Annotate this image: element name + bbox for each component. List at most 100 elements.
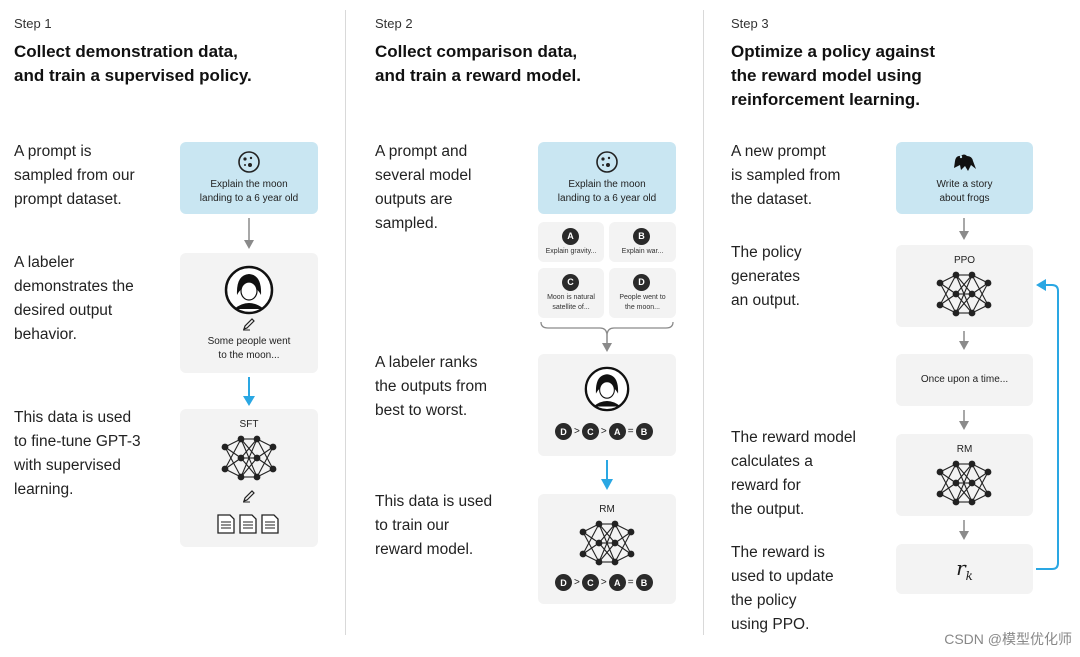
desc-line: sampled from our bbox=[14, 167, 135, 184]
desc-line: The reward model bbox=[731, 429, 856, 446]
desc-line: behavior. bbox=[14, 326, 77, 343]
step3-title: Optimize a policy against the reward mod… bbox=[731, 40, 935, 112]
rank-operator: > bbox=[574, 577, 580, 588]
step1-desc-prompt: A prompt is sampled from our prompt data… bbox=[14, 140, 135, 212]
step2-prompt-text: Explain the moon landing to a 6 year old bbox=[538, 178, 676, 206]
output-text-b: Explain war... bbox=[621, 248, 664, 255]
moon-icon bbox=[238, 151, 260, 173]
desc-line: prompt dataset. bbox=[14, 191, 122, 208]
ppo-label: PPO bbox=[953, 255, 976, 266]
step3-title-line: the reward model using bbox=[731, 66, 922, 85]
bracket bbox=[540, 321, 674, 335]
step3-label: Step 3 bbox=[731, 16, 769, 31]
step2-title-line: and train a reward model. bbox=[375, 66, 581, 85]
step1-title: Collect demonstration data, and train a … bbox=[14, 40, 252, 88]
rank-badge: C bbox=[581, 574, 599, 591]
rank-operator: = bbox=[627, 577, 634, 588]
desc-line: the output. bbox=[731, 501, 805, 518]
step1-desc-labeler: A labeler demonstrates the desired outpu… bbox=[14, 251, 134, 347]
frog-icon bbox=[954, 154, 976, 171]
step3-desc-prompt: A new prompt is sampled from the dataset… bbox=[731, 140, 840, 212]
rank-operator: > bbox=[600, 577, 607, 588]
output-line: People went to bbox=[619, 294, 666, 301]
rm-label: RM bbox=[599, 504, 615, 515]
output-line: satellite of... bbox=[552, 304, 590, 311]
moon-icon bbox=[596, 151, 618, 173]
step1-desc-finetune: This data is used to fine-tune GPT-3 wit… bbox=[14, 406, 141, 502]
step1-title-line: and train a supervised policy. bbox=[14, 66, 252, 85]
desc-line: generates bbox=[731, 268, 800, 285]
rank-operator: > bbox=[600, 426, 607, 437]
output-card-b: B Explain war... bbox=[609, 222, 676, 262]
step3-title-line: Optimize a policy against bbox=[731, 42, 936, 61]
step3-desc-reward-model: The reward model calculates a reward for… bbox=[731, 426, 856, 522]
watermark: CSDN @模型优化师 bbox=[944, 631, 1072, 647]
reward-r: r bbox=[956, 556, 966, 580]
arrow-gray bbox=[959, 218, 969, 240]
arrow-blue bbox=[601, 460, 613, 490]
desc-line: calculates a bbox=[731, 453, 813, 470]
output-card-c: C Moon is natural satellite of... bbox=[538, 268, 604, 318]
rank-badge: D bbox=[555, 574, 572, 591]
step1-label: Step 1 bbox=[14, 16, 52, 31]
step3-ppo-card: PPO bbox=[896, 245, 1033, 327]
output-text-c: Moon is natural satellite of... bbox=[538, 293, 604, 313]
reward-subscript: k bbox=[965, 569, 973, 583]
step2-desc-sample: A prompt and several model outputs are s… bbox=[375, 140, 472, 236]
pencil-icon bbox=[243, 318, 255, 331]
desc-line: A labeler ranks bbox=[375, 354, 478, 371]
output-badge-b: B bbox=[633, 226, 650, 245]
step1-labeler-output: Some people went to the moon... bbox=[180, 335, 318, 363]
prompt-line: about frogs bbox=[939, 193, 990, 204]
labeler-avatar-icon bbox=[224, 265, 274, 315]
desc-line: to train our bbox=[375, 517, 450, 534]
arrow-gray bbox=[602, 334, 612, 352]
step3-desc-update: The reward is used to update the policy … bbox=[731, 541, 834, 637]
reward-symbol: rk bbox=[896, 556, 1033, 583]
prompt-line: Write a story bbox=[936, 179, 993, 190]
rank-badge: A bbox=[608, 423, 626, 440]
rank-badge: B bbox=[635, 574, 653, 591]
step2-desc-rank: A labeler ranks the outputs from best to… bbox=[375, 351, 487, 423]
output-badge-d: D bbox=[633, 272, 650, 291]
arrow-gray bbox=[959, 331, 969, 350]
output-badge-c: C bbox=[562, 272, 579, 291]
sft-label: SFT bbox=[239, 419, 259, 430]
rank-operator: > bbox=[574, 426, 580, 437]
step2-label: Step 2 bbox=[375, 16, 413, 31]
desc-line: with supervised bbox=[14, 457, 121, 474]
documents-icon bbox=[217, 514, 279, 534]
labeler-avatar-icon bbox=[584, 366, 630, 412]
step3-title-line: reinforcement learning. bbox=[731, 90, 920, 109]
desc-line: the dataset. bbox=[731, 191, 813, 208]
step3-prompt-card: Write a story about frogs bbox=[896, 142, 1033, 214]
desc-line: outputs are bbox=[375, 191, 453, 208]
step3-rm-card: RM bbox=[896, 434, 1033, 516]
arrow-gray bbox=[959, 410, 969, 430]
rank-badge: B bbox=[635, 423, 653, 440]
desc-line: several model bbox=[375, 167, 472, 184]
prompt-line: Explain the moon bbox=[568, 179, 646, 190]
desc-line: A labeler bbox=[14, 254, 75, 271]
step1-sft-card: SFT bbox=[180, 409, 318, 547]
prompt-line: landing to a 6 year old bbox=[199, 193, 299, 204]
output-line: the moon... bbox=[624, 304, 661, 311]
prompt-line: Explain the moon bbox=[210, 179, 288, 190]
step2-prompt-card: Explain the moon landing to a 6 year old bbox=[538, 142, 676, 214]
output-text-a: Explain gravity... bbox=[545, 248, 597, 255]
rank-badge: A bbox=[608, 574, 626, 591]
desc-line: reward for bbox=[731, 477, 801, 494]
output-badge-a: A bbox=[562, 226, 579, 245]
step3-output-text: Once upon a time... bbox=[920, 374, 1009, 385]
output-card-a: A Explain gravity... bbox=[538, 222, 604, 262]
output-line: to the moon... bbox=[218, 350, 280, 361]
output-line: Moon is natural bbox=[547, 294, 595, 301]
desc-line: A prompt and bbox=[375, 143, 468, 160]
desc-line: the outputs from bbox=[375, 378, 488, 395]
step2-title-line: Collect comparison data, bbox=[375, 42, 578, 61]
desc-line: This data is used bbox=[375, 493, 493, 510]
step3-output-card: Once upon a time... bbox=[896, 354, 1033, 406]
step2-title: Collect comparison data, and train a rew… bbox=[375, 40, 581, 88]
step2-desc-train: This data is used to train our reward mo… bbox=[375, 490, 492, 562]
desc-line: A prompt is bbox=[14, 143, 92, 160]
